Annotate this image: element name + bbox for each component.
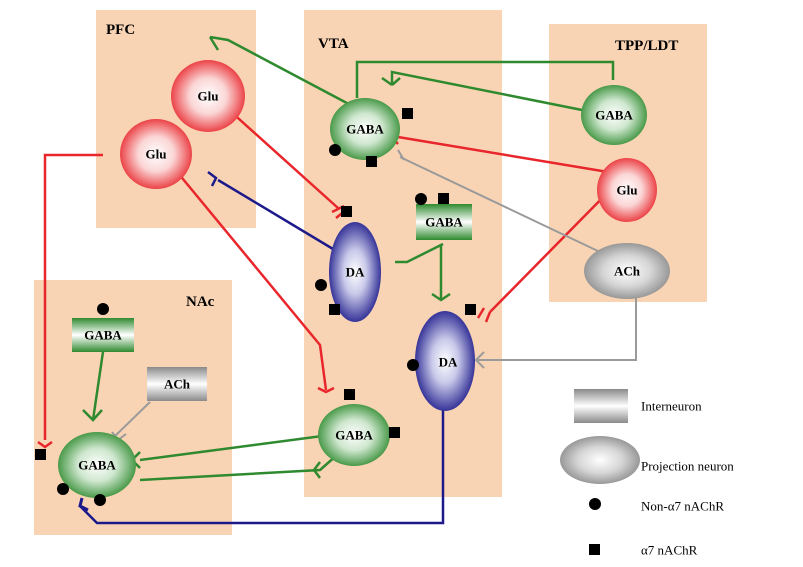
vta-gaba-lower-neuron (318, 404, 390, 466)
vta-gaba-interneuron (416, 204, 472, 240)
nac-gaba-interneuron (72, 318, 134, 352)
vta-gaba-label: GABA (346, 122, 384, 137)
pfc-glu-neuron-1 (171, 60, 245, 132)
vta-da-neuron-2 (415, 311, 475, 411)
nac-ach-label: ACh (164, 377, 191, 392)
tpp-glu-label: Glu (617, 183, 638, 198)
tpp-ach-neuron (584, 243, 670, 299)
nac-gaba-interneuron-label: GABA (84, 328, 122, 343)
non-alpha7-receptors (57, 144, 427, 506)
legend-non-alpha7-label: Non-α7 nAChR (641, 499, 724, 514)
vta-gaba-interneuron-label: GABA (425, 215, 463, 230)
tpp-glu-neuron (597, 158, 657, 222)
pfc-glu-neuron-2 (120, 119, 192, 189)
region-label-pfc: PFC (106, 22, 135, 38)
nac-gaba-projection-neuron (58, 432, 136, 498)
legend-alpha7-label: α7 nAChR (641, 543, 698, 558)
legend-projection-swatch (560, 436, 640, 484)
pfc-glu-label-2: Glu (146, 147, 167, 162)
alpha7-receptors (35, 108, 476, 460)
legend-non-alpha7-swatch (589, 498, 601, 510)
legend-alpha7-swatch (589, 544, 600, 555)
vta-da-neuron-1 (329, 222, 381, 322)
nac-gaba-label: GABA (78, 458, 116, 473)
acetylcholine-projections (111, 149, 637, 442)
legend-interneuron-label: Interneuron (641, 399, 702, 414)
legend-projection-label: Projection neuron (641, 459, 734, 474)
vta-da-label-1: DA (346, 265, 365, 280)
dopamine-projections (78, 171, 445, 525)
region-label-vta: VTA (318, 36, 349, 52)
tpp-gaba-neuron (581, 85, 647, 145)
tpp-gaba-label: GABA (595, 108, 633, 123)
tpp-ach-label: ACh (614, 264, 641, 279)
nac-ach-interneuron (147, 367, 207, 401)
region-label-nac: NAc (186, 294, 215, 310)
vta-gaba-projection-neuron (330, 98, 400, 160)
vta-da-label-2: DA (439, 355, 458, 370)
gaba-projections (82, 35, 615, 482)
region-label-tpp: TPP/LDT (615, 38, 678, 54)
pfc-glu-label-1: Glu (198, 89, 219, 104)
vta-gaba-lower-label: GABA (335, 428, 373, 443)
legend-interneuron-swatch (574, 389, 628, 423)
legend: Interneuron Projection neuron Non-α7 nAC… (560, 389, 734, 558)
glutamate-projections (37, 91, 621, 449)
